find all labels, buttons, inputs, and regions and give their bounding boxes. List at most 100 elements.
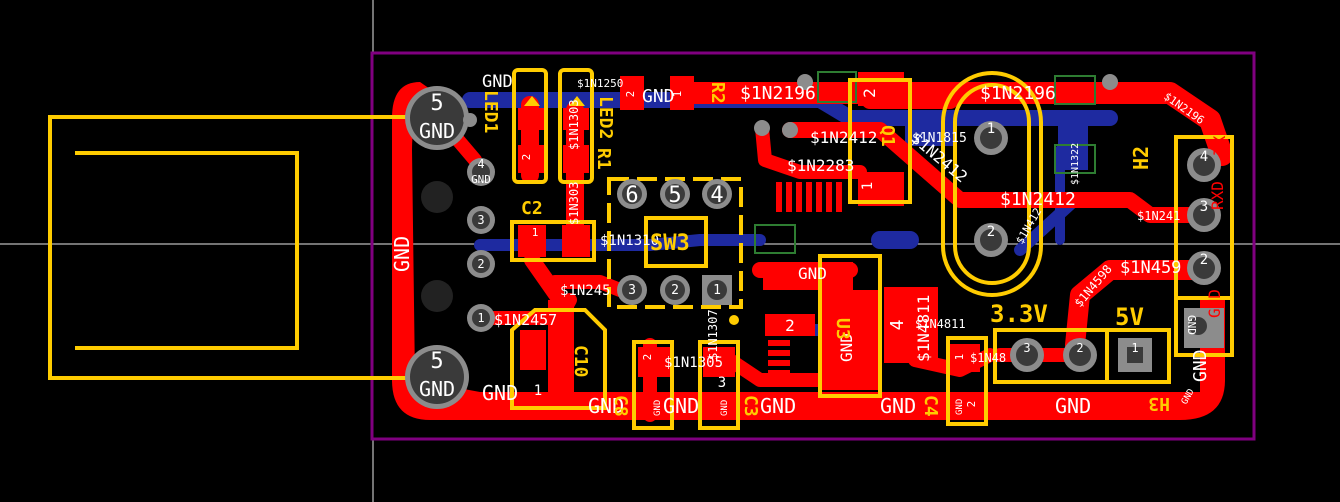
- usb-shield-bottom-num: 5: [430, 349, 443, 374]
- pad-c10: [520, 330, 546, 370]
- net-label-1303: $1N1303: [567, 99, 581, 150]
- trace-2412: [782, 122, 1208, 223]
- u3-outline[interactable]: [818, 254, 882, 398]
- usb-connector-outline[interactable]: [48, 115, 455, 380]
- courtyard-outlines: [754, 71, 1096, 254]
- net-label-4811-a: $1N4811: [915, 317, 966, 331]
- led2-outline[interactable]: [558, 68, 594, 184]
- refdes-h2: H2: [1129, 146, 1153, 170]
- sw3-actuator[interactable]: [644, 216, 708, 268]
- net-label-1310: $1N1310: [600, 233, 659, 249]
- h2-gnd-label: GND: [1205, 289, 1224, 318]
- sw3-pin1-marker: [729, 315, 739, 325]
- copper-pour-q1: [763, 262, 853, 290]
- usb-shield-top-num: 5: [430, 91, 443, 116]
- net-label-245: $1N245: [560, 283, 611, 299]
- refdes-c4: C4: [920, 395, 941, 417]
- h2-pin2-label: 2: [1200, 252, 1208, 268]
- c8-pad2-label: 2: [641, 354, 654, 361]
- net-label-gnd-u3: GND: [837, 333, 856, 362]
- net-label-gnd-bottom-4: GND: [760, 394, 796, 418]
- net-label-48: $1N48: [970, 351, 1006, 365]
- net-label-gnd-bottom-3: GND: [663, 394, 699, 418]
- net-label-gnd-top: GND: [482, 72, 513, 92]
- refdes-led2: LED2: [595, 96, 616, 139]
- via-2: [782, 122, 798, 138]
- silk-5v-label: 5V: [1115, 303, 1144, 331]
- net-label-1305: $1N1305: [664, 355, 723, 371]
- d1-pad2-label: 2: [860, 88, 879, 98]
- h2-header-outline[interactable]: [1174, 135, 1234, 357]
- pad-led1-a: [518, 108, 544, 130]
- pad-c8: [638, 347, 670, 377]
- net-label-459: $1N459: [1120, 258, 1181, 278]
- trace-2196: [679, 82, 1233, 166]
- c3-outline[interactable]: [698, 340, 740, 430]
- net-label-gnd-bottom-1: GND: [482, 381, 518, 405]
- pad-c3: [703, 347, 735, 377]
- c8-outline[interactable]: [632, 340, 674, 430]
- net-label-1815: $1N1815: [912, 131, 967, 146]
- c4-outline[interactable]: [946, 336, 988, 426]
- led1-pad2-label: 2: [520, 154, 533, 161]
- top-copper-layer: [392, 72, 1233, 422]
- refdes-c3: C3: [740, 395, 761, 417]
- c10-outline[interactable]: [510, 308, 607, 410]
- q1-pad2-label: 2: [785, 316, 795, 335]
- r2-pad1-label: 1: [671, 91, 684, 98]
- usb-pin1-label: 1: [477, 311, 484, 325]
- refdes-c2: C2: [521, 198, 543, 219]
- sw-pin1-label: 1: [713, 283, 721, 298]
- board-outline[interactable]: [370, 51, 1256, 441]
- pad-number-labels: 5 GND 5 GND 4 GND 3 2 1 6 5 4 3 2 1 1 2 …: [419, 88, 1208, 407]
- usb-connector-inner: [75, 151, 299, 350]
- through-hole-pads: [405, 74, 1224, 409]
- net-label-241: $1N241: [1137, 209, 1180, 223]
- net-label-2196-b: $1N2196: [980, 83, 1056, 104]
- net-label-gnd-c8: GND: [653, 400, 663, 416]
- c4-pad2-label: 2: [965, 401, 978, 408]
- trace-2283: [755, 121, 867, 179]
- c2-outline[interactable]: [510, 220, 596, 262]
- c2-pad1-label: 1: [532, 226, 539, 239]
- via-5: [463, 113, 477, 127]
- usb-pin2-label: 2: [477, 257, 484, 271]
- trace-459: [1065, 260, 1220, 355]
- net-label-1250: $1N1250: [577, 77, 623, 90]
- usb-shield-bottom-net: GND: [419, 377, 455, 401]
- pad-led2-b: [563, 145, 589, 173]
- pad-r2-2: [670, 76, 694, 110]
- refdes-sw3: SW3: [650, 231, 690, 256]
- net-label-gnd-q1: GND: [798, 264, 827, 283]
- trace-usb-4: [451, 133, 482, 167]
- refdes-h3: H3: [1148, 393, 1170, 414]
- pad-r2-1: [620, 76, 644, 110]
- net-label-gnd-c4: GND: [955, 399, 965, 415]
- led1-outline[interactable]: [512, 68, 548, 184]
- silkscreen-layer: [48, 68, 1234, 430]
- via-1: [754, 120, 770, 136]
- led1-polarity: [524, 96, 540, 106]
- net-label-1307: $1N1307: [706, 309, 720, 360]
- c10-pad1-label: 1: [534, 383, 542, 399]
- net-label-gnd-bottom-2: GND: [588, 394, 624, 418]
- d1-outline[interactable]: [848, 78, 912, 204]
- via-4: [1102, 74, 1118, 90]
- pad-c2b: [562, 225, 590, 257]
- h3-header-outline[interactable]: [993, 328, 1171, 384]
- pad-c4: [950, 344, 980, 372]
- sw-pin6-label: 6: [625, 183, 638, 208]
- usb-pin3-label: 3: [477, 213, 484, 227]
- net-label-gnd-left: GND: [390, 236, 414, 272]
- pad-4811: [884, 287, 938, 363]
- usb-mount-hole-top: [421, 181, 453, 213]
- refdes-d1: Q1: [877, 125, 898, 147]
- pad-led2-a: [563, 108, 589, 130]
- refdes-led1: LED1: [480, 90, 501, 133]
- refdes-r1: R1: [593, 148, 614, 170]
- sw-pin3-label: 3: [628, 283, 636, 298]
- crystal-outline-outer[interactable]: [941, 71, 1043, 297]
- net-label-303: $1N303: [567, 182, 581, 225]
- usb-mount-hole-bottom: [421, 280, 453, 312]
